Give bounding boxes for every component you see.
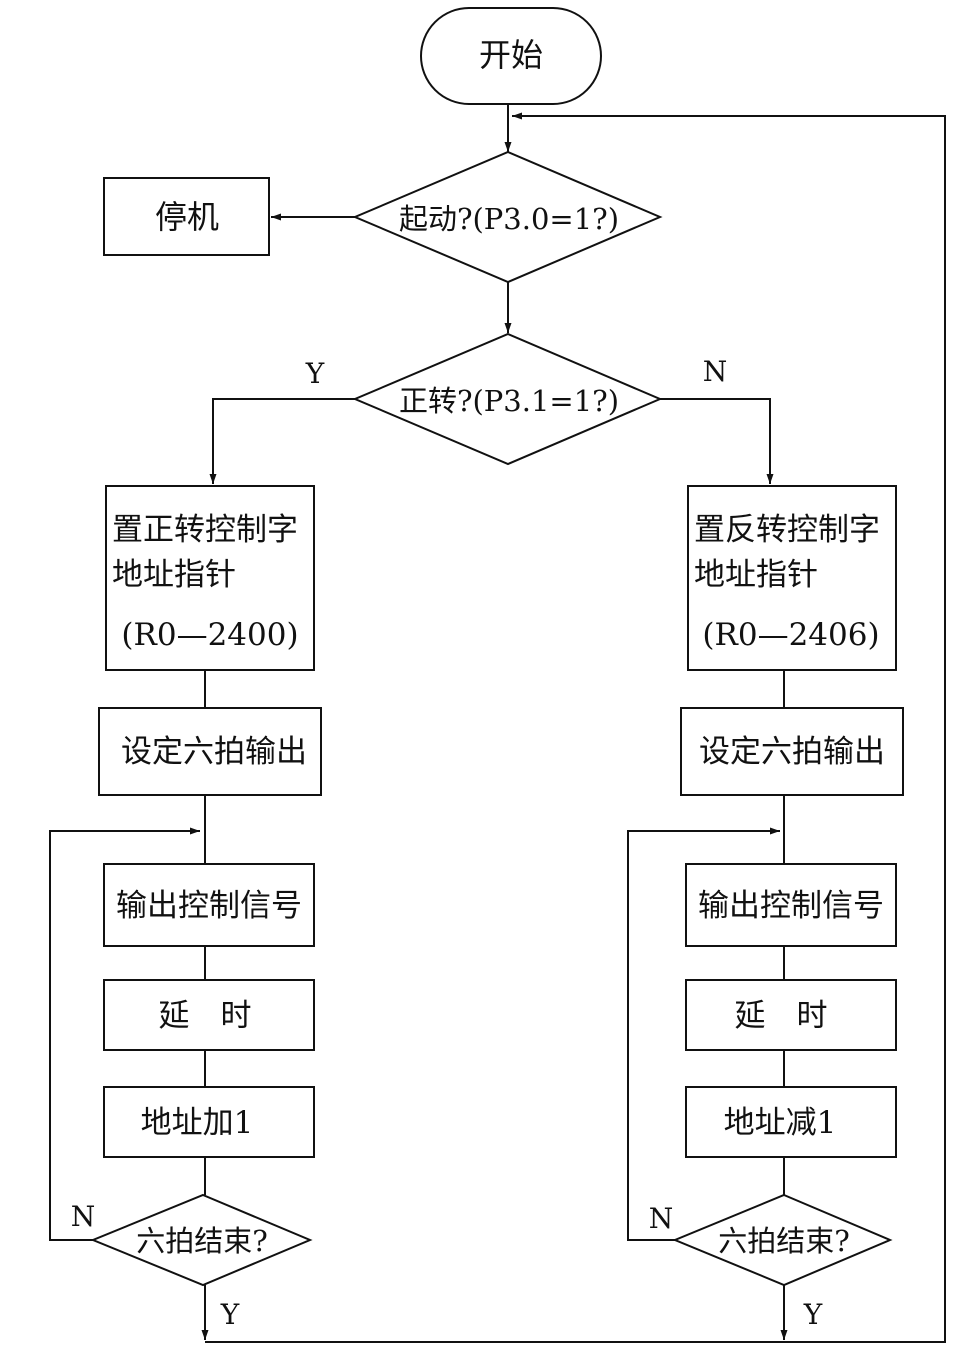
rev-end-decision-label: 六拍结束? — [718, 1224, 850, 1258]
rev-addr-label: 地址减1 — [724, 1105, 837, 1141]
edge-fwd-loop-back — [49, 827, 200, 1241]
edge-return-to-start — [205, 112, 946, 1343]
fwd-pointer-line1: 置正转控制字 — [112, 512, 298, 548]
fwd-output-box: 输出控制信号 — [103, 863, 315, 947]
fwd-addr-label: 地址加1 — [141, 1105, 254, 1141]
fwd-end-decision-label: 六拍结束? — [136, 1224, 268, 1258]
rev-pointer-box: 置反转控制字 地址指针 (R0—2406) — [687, 485, 897, 671]
rev-pointer-line1: 置反转控制字 — [694, 512, 880, 548]
rev-output-label: 输出控制信号 — [698, 888, 884, 924]
rev-addr-box: 地址减1 — [685, 1086, 897, 1158]
stop-label: 停机 — [155, 198, 219, 236]
edge-direction-yes — [209, 398, 355, 484]
rev-set-six-label: 设定六拍输出 — [699, 734, 885, 770]
rev-output-box: 输出控制信号 — [685, 863, 897, 947]
rev-set-six-box: 设定六拍输出 — [680, 707, 904, 796]
direction-no-label: N — [703, 355, 728, 388]
rev-end-decision: 六拍结束? — [672, 1193, 893, 1287]
start-decision: 起动?(P3.0=1?) — [352, 150, 663, 284]
fwd-output-label: 输出控制信号 — [116, 888, 302, 924]
fwd-delay-box: 延 时 — [103, 979, 315, 1051]
fwd-addr-box: 地址加1 — [103, 1086, 315, 1158]
fwd-end-decision: 六拍结束? — [90, 1193, 313, 1287]
start-decision-label: 起动?(P3.0=1?) — [399, 202, 619, 236]
fwd-pointer-line3: (R0—2400) — [121, 617, 298, 653]
rev-pointer-line3: (R0—2406) — [702, 617, 879, 653]
direction-yes-label: Y — [305, 357, 325, 390]
connectors — [49, 104, 946, 1343]
fwd-pointer-box: 置正转控制字 地址指针 (R0—2400) — [105, 485, 315, 671]
fwd-set-six-box: 设定六拍输出 — [98, 707, 322, 796]
fwd-delay-label: 延 时 — [159, 998, 252, 1034]
rev-delay-box: 延 时 — [685, 979, 897, 1051]
direction-decision: 正转?(P3.1=1?) — [352, 332, 663, 466]
fwd-loop-no-label: N — [71, 1200, 96, 1233]
rev-exit-yes-label: Y — [803, 1298, 823, 1331]
rev-loop-no-label: N — [649, 1202, 674, 1235]
rev-pointer-line2: 地址指针 — [694, 557, 818, 593]
fwd-set-six-label: 设定六拍输出 — [121, 734, 307, 770]
edge-direction-no — [660, 398, 774, 484]
edge-rev-loop-back — [627, 827, 780, 1241]
fwd-pointer-line2: 地址指针 — [112, 557, 236, 593]
direction-decision-label: 正转?(P3.1=1?) — [399, 384, 619, 418]
rev-delay-label: 延 时 — [735, 998, 828, 1034]
start-label: 开始 — [479, 36, 543, 74]
fwd-exit-yes-label: Y — [220, 1298, 240, 1331]
stop-box: 停机 — [103, 177, 270, 256]
start-terminal: 开始 — [420, 7, 602, 105]
